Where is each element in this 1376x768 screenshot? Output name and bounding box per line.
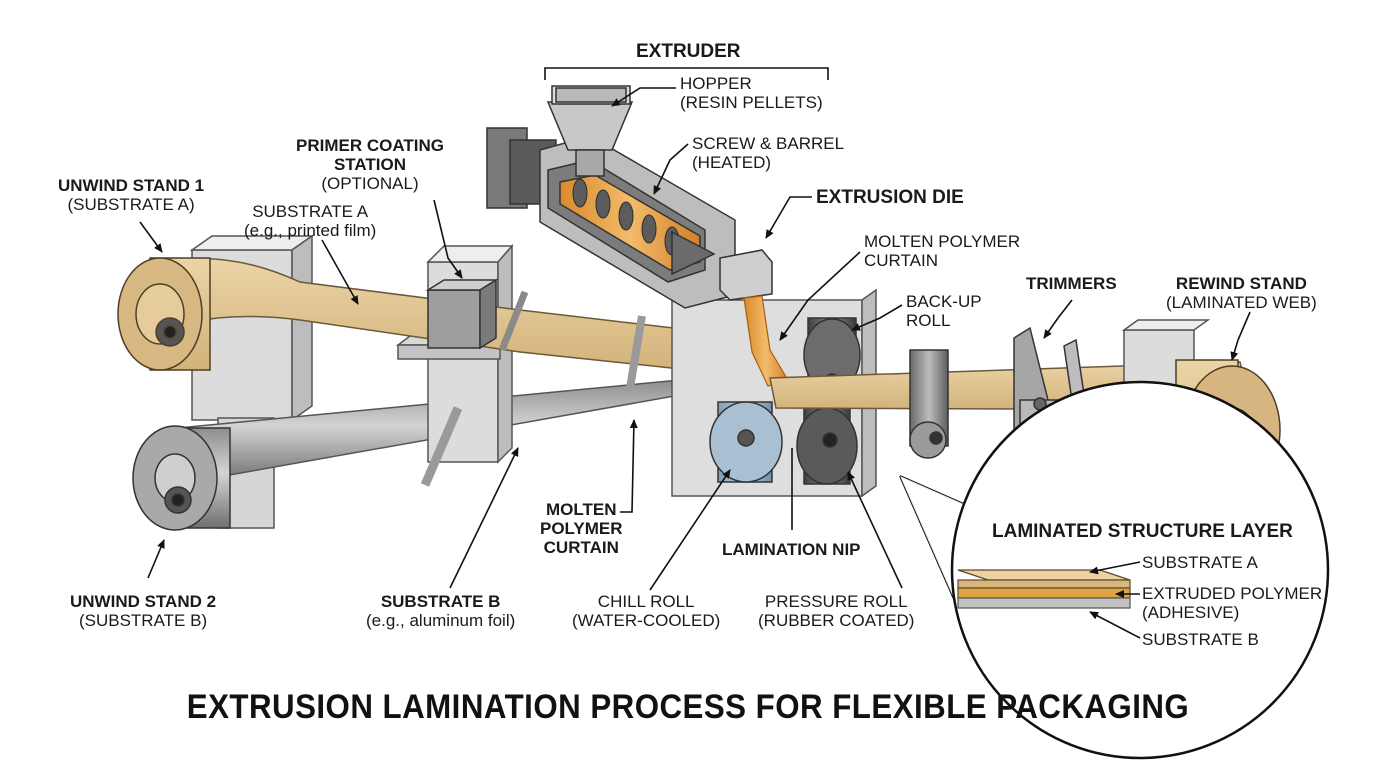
label-substrate-a-line1: SUBSTRATE A bbox=[252, 202, 369, 221]
label-hopper: HOPPER (RESIN PELLETS) bbox=[680, 74, 823, 112]
label-backup-roll: BACK-UP ROLL bbox=[906, 292, 982, 330]
label-unwind2-line2: (SUBSTRATE B) bbox=[78, 611, 208, 630]
label-rewind-line2: (LAMINATED WEB) bbox=[1166, 293, 1317, 312]
label-unwind1-line2: (SUBSTRATE A) bbox=[67, 195, 195, 214]
inset-title: LAMINATED STRUCTURE LAYER bbox=[992, 521, 1293, 542]
label-rewind-stand: REWIND STAND (LAMINATED WEB) bbox=[1166, 274, 1317, 312]
label-chill-roll: CHILL ROLL (WATER-COOLED) bbox=[572, 592, 720, 630]
label-substrate-b-line1: SUBSTRATE B bbox=[380, 592, 501, 611]
label-pressure-roll: PRESSURE ROLL (RUBBER COATED) bbox=[758, 592, 914, 630]
label-primer-line3: (OPTIONAL) bbox=[321, 174, 419, 193]
label-pressure-line2: (RUBBER COATED) bbox=[758, 611, 915, 630]
inset-layers bbox=[957, 569, 1131, 609]
label-backup-line1: BACK-UP bbox=[906, 292, 982, 311]
label-unwind2-line1: UNWIND STAND 2 bbox=[70, 592, 217, 611]
inset-label-extruded-polymer: EXTRUDED POLYMER (ADHESIVE) bbox=[1142, 584, 1322, 622]
label-curtain-top-line2: CURTAIN bbox=[864, 251, 938, 270]
label-chill-line1: CHILL ROLL bbox=[597, 592, 695, 611]
label-extruder: EXTRUDER bbox=[636, 41, 741, 62]
leader-lines bbox=[139, 67, 1251, 639]
label-curtain-bottom-line1: MOLTEN bbox=[546, 500, 617, 519]
label-chill-line2: (WATER-COOLED) bbox=[572, 611, 721, 630]
label-lamination-nip: LAMINATION NIP bbox=[722, 540, 861, 559]
label-primer-station: PRIMER COATING STATION (OPTIONAL) bbox=[296, 136, 444, 193]
label-pressure-line1: PRESSURE ROLL bbox=[764, 592, 908, 611]
label-hopper-line2: (RESIN PELLETS) bbox=[680, 93, 823, 112]
label-substrate-b: SUBSTRATE B (e.g., aluminum foil) bbox=[366, 592, 515, 630]
label-substrate-a-line2: (e.g., printed film) bbox=[244, 221, 377, 240]
label-molten-curtain-top: MOLTEN POLYMER CURTAIN bbox=[864, 232, 1020, 270]
inset-label-substrate-b: SUBSTRATE B bbox=[1142, 630, 1259, 649]
label-extrusion-die: EXTRUSION DIE bbox=[816, 187, 964, 208]
unwind-stand-2-roll bbox=[132, 425, 231, 531]
label-screw-line2: (HEATED) bbox=[692, 153, 772, 172]
label-curtain-top-line1: MOLTEN POLYMER bbox=[864, 232, 1021, 251]
inset-poly-line2: (ADHESIVE) bbox=[1142, 603, 1240, 622]
label-substrate-a: SUBSTRATE A (e.g., printed film) bbox=[244, 202, 376, 240]
label-unwind1-line1: UNWIND STAND 1 bbox=[58, 176, 205, 195]
label-curtain-bottom-line2: POLYMER bbox=[540, 519, 623, 538]
label-unwind-stand-2: UNWIND STAND 2 (SUBSTRATE B) bbox=[70, 592, 216, 630]
label-rewind-line1: REWIND STAND bbox=[1175, 274, 1307, 293]
unwind-stand-1-roll bbox=[117, 257, 211, 371]
label-primer-line2: STATION bbox=[333, 155, 407, 174]
inset-label-substrate-a: SUBSTRATE A bbox=[1142, 553, 1258, 572]
label-curtain-bottom-line3: CURTAIN bbox=[543, 538, 619, 557]
label-hopper-line1: HOPPER bbox=[680, 74, 752, 93]
primer-applicator bbox=[425, 278, 529, 352]
label-screw-line1: SCREW & BARREL bbox=[692, 134, 845, 153]
label-unwind-stand-1: UNWIND STAND 1 (SUBSTRATE A) bbox=[58, 176, 204, 214]
label-molten-curtain-bottom: MOLTEN POLYMER CURTAIN bbox=[540, 500, 623, 557]
label-trimmers: TRIMMERS bbox=[1026, 274, 1117, 293]
label-substrate-b-line2: (e.g., aluminum foil) bbox=[366, 611, 516, 630]
idler-roll bbox=[909, 349, 949, 459]
label-primer-line1: PRIMER COATING bbox=[296, 136, 444, 155]
extruder bbox=[486, 85, 773, 309]
label-backup-line2: ROLL bbox=[906, 311, 951, 330]
label-screw-barrel: SCREW & BARREL (HEATED) bbox=[692, 134, 844, 172]
diagram-title: EXTRUSION LAMINATION PROCESS FOR FLEXIBL… bbox=[186, 688, 1190, 726]
idler-rods bbox=[420, 315, 646, 487]
inset-poly-line1: EXTRUDED POLYMER bbox=[1142, 584, 1323, 603]
